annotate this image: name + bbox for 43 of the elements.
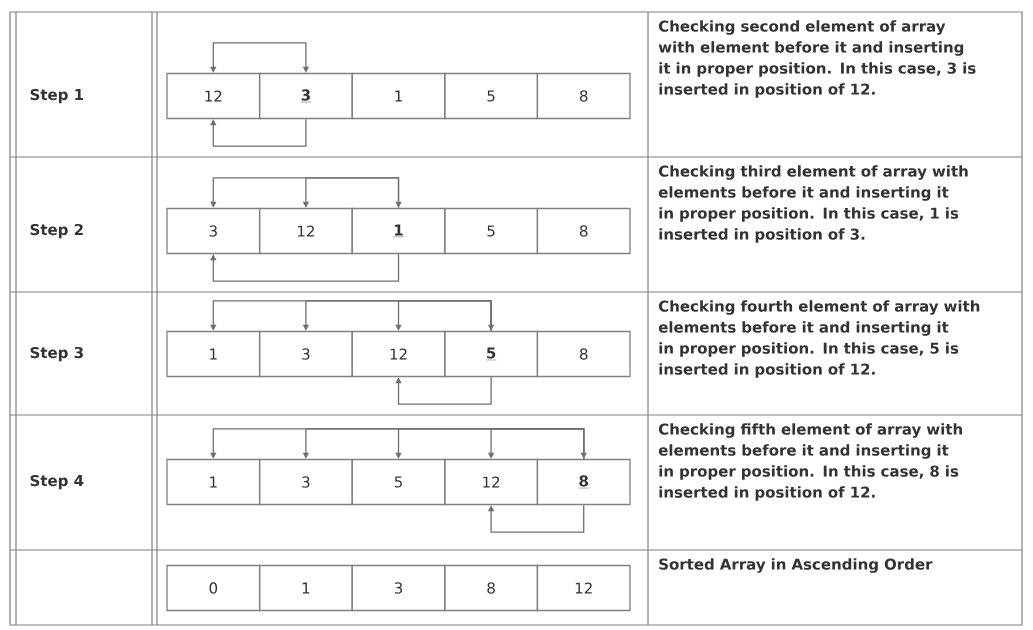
arrow <box>487 504 585 533</box>
array-cell: 3 <box>166 207 261 255</box>
description-text: Checking fourth element of array with elements before it and inserting it in proper position. In this case, 5 is inserted in position of 12. <box>658 300 980 378</box>
description-text: Checking fifth element of array with elements before it and inserting it in proper position. In this case, 8 is inserted in position of 12. <box>658 423 962 501</box>
array-cell: 3 <box>258 458 353 506</box>
array-cell: 1 <box>351 207 446 255</box>
array-cell: 0 <box>166 564 261 612</box>
array-cell: 8 <box>536 458 631 506</box>
arrow <box>210 253 400 282</box>
array-cell: 1 <box>258 564 353 612</box>
arrow <box>210 42 310 73</box>
arrow <box>210 428 587 459</box>
array-cell: 5 <box>444 72 539 120</box>
array-cell: 12 <box>166 72 261 120</box>
array-cell: 8 <box>536 330 631 378</box>
arrow <box>210 177 402 208</box>
description-text: Sorted Array in Ascending Order <box>659 558 933 573</box>
arrow <box>210 118 307 147</box>
step-label: Step 4 <box>30 474 84 490</box>
array-cell: 8 <box>536 207 631 255</box>
array-cell: 1 <box>166 330 261 378</box>
array-cell: 3 <box>258 330 353 378</box>
arrow <box>395 376 492 405</box>
arrow <box>395 300 492 332</box>
array-cell: 1 <box>351 72 446 120</box>
array-cell: 12 <box>444 458 539 506</box>
description-text: Checking second element of array with element before it and inserting it in proper position. In this case, 3 is inserted in position of 12. <box>658 20 976 98</box>
array-cell: 12 <box>536 564 631 612</box>
array-cell: 3 <box>351 564 446 612</box>
array-cell: 12 <box>351 330 446 378</box>
array-cell: 12 <box>258 207 353 255</box>
array-cell: 1 <box>166 458 261 506</box>
description-text: Checking third element of array with elements before it and inserting it in proper position. In this case, 1 is inserted in position of 3. <box>658 165 968 243</box>
step-label: Step 1 <box>30 88 84 104</box>
step-label: Step 2 <box>30 223 83 239</box>
array-cell: 3 <box>258 72 353 120</box>
array-cell: 5 <box>351 458 446 506</box>
array-cell: 8 <box>536 72 631 120</box>
array-cell: 5 <box>444 330 539 378</box>
array-cell: 5 <box>444 207 539 255</box>
step-label: Step 3 <box>30 346 83 362</box>
array-cell: 8 <box>444 564 539 612</box>
arrow <box>210 300 495 331</box>
